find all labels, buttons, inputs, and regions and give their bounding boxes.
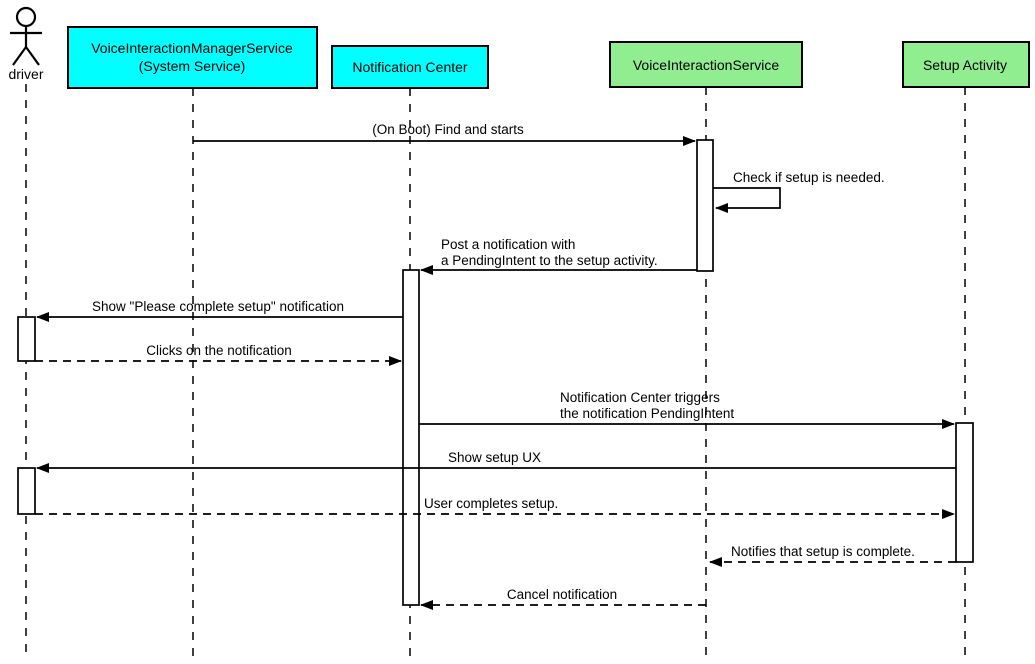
message-user-completes-setup: User completes setup. (35, 496, 955, 519)
message-show-complete-setup-notification: Show "Please complete setup" notificatio… (36, 299, 403, 322)
message-triggers-pendingintent: Notification Center triggers the notific… (419, 390, 955, 429)
message-label: Check if setup is needed. (733, 170, 885, 185)
message-check-if-setup-needed: Check if setup is needed. (713, 170, 885, 213)
participant-label-line2: (System Service) (139, 58, 246, 74)
participant-label: Notification Center (352, 59, 468, 75)
message-show-setup-ux: Show setup UX (36, 450, 956, 473)
participant-label: VoiceInteractionService (633, 57, 780, 73)
participant-label: Setup Activity (923, 57, 1007, 73)
activation-setup-activity (955, 422, 974, 563)
actor-driver: driver (8, 6, 44, 82)
message-label: (On Boot) Find and starts (372, 122, 524, 137)
message-clicks-on-notification: Clicks on the notification (35, 343, 402, 366)
participant-box (331, 45, 489, 89)
message-label: Show setup UX (448, 450, 541, 465)
message-label-line1: Notification Center triggers (560, 390, 720, 405)
message-label: Cancel notification (507, 587, 617, 602)
actor-icon-leg-left (12, 46, 27, 66)
activation-voice-interaction-service (696, 139, 714, 272)
message-label: Notifies that setup is complete. (731, 544, 915, 559)
message-label: Clicks on the notification (146, 343, 292, 358)
message-label: User completes setup. (424, 496, 558, 511)
message-self-line (713, 187, 781, 213)
message-label: Show "Please complete setup" notificatio… (92, 299, 344, 314)
participant-setup-activity: Setup Activity (902, 41, 1030, 88)
activation-driver-1 (17, 316, 36, 362)
message-post-notification: Post a notification with a PendingIntent… (420, 237, 697, 275)
message-notifies-setup-complete: Notifies that setup is complete. (709, 544, 956, 567)
message-label-line1: Post a notification with (441, 237, 575, 252)
participant-notification-center: Notification Center (331, 45, 489, 89)
actor-label: driver (8, 66, 43, 82)
participant-voice-interaction-manager-service: VoiceInteractionManagerService (System S… (67, 26, 318, 89)
participant-box (67, 26, 318, 89)
participant-box (609, 41, 803, 88)
participant-label-line1: VoiceInteractionManagerService (91, 40, 293, 56)
activation-notification-center (402, 269, 420, 606)
participant-voice-interaction-service: VoiceInteractionService (609, 41, 803, 88)
message-cancel-notification: Cancel notification (420, 587, 706, 610)
message-label-line2: the notification PendingIntent (560, 406, 734, 421)
activation-driver-2 (17, 467, 36, 515)
message-label-line2: a PendingIntent to the setup activity. (441, 253, 658, 268)
participant-box (902, 41, 1030, 88)
actor-icon-head (15, 6, 37, 28)
message-on-boot-find-and-starts: (On Boot) Find and starts (193, 122, 696, 146)
actor-icon-leg-right (25, 46, 40, 66)
